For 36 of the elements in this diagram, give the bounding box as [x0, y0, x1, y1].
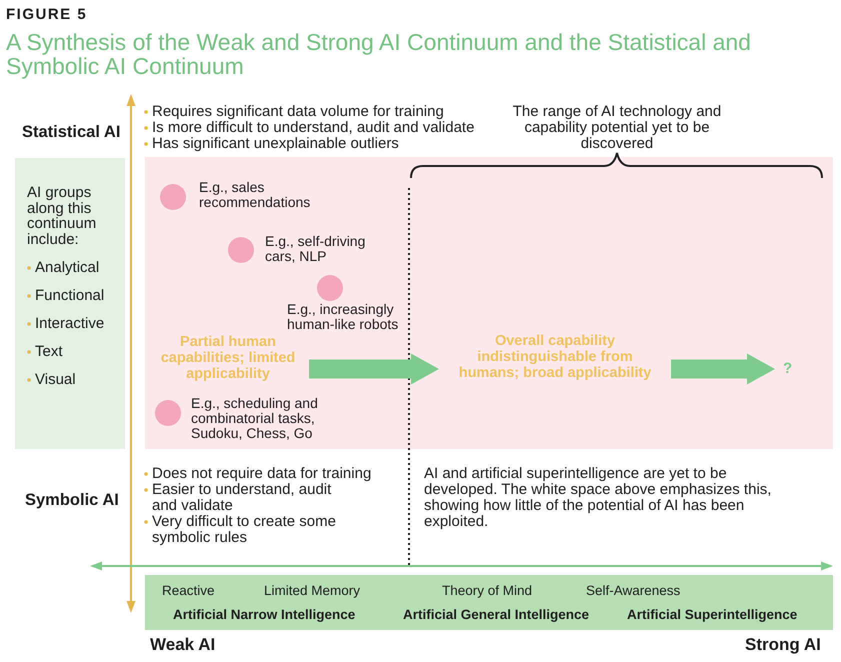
bullet-item: Requires significant data volume for training: [143, 104, 444, 120]
stage-label: Limited Memory: [264, 583, 360, 599]
stage-label: Reactive: [162, 583, 215, 599]
category-label: Artificial General Intelligence: [403, 607, 590, 623]
question-mark: ?: [783, 361, 792, 377]
example-caption: E.g., increasingly human-like robots: [287, 302, 400, 332]
example-caption: E.g., scheduling and combinatorial tasks, Sudoku, Chess, Go: [191, 396, 319, 441]
figure-title: A Synthesis of the Weak and Strong AI Continuum and the Statistical and Symbolic AI Continuum: [6, 30, 752, 78]
bullet-item: Has significant unexplainable outliers: [143, 136, 399, 152]
bullet-item: Does not require data for training: [143, 466, 372, 482]
note-text: The range of AI technology and capability potential yet to be discovered: [512, 104, 722, 152]
category-label: Artificial Narrow Intelligence: [173, 607, 356, 623]
example-dot: [228, 237, 254, 263]
row-heading: Symbolic AI: [25, 492, 119, 508]
note-text: AI and artificial superintelligence are yet to be developed. The white space above emphasizes this, showing how little of the potential of AI has been exploited.: [424, 466, 772, 530]
axis-end-label: Weak AI: [150, 637, 216, 653]
arrow: [671, 354, 775, 384]
figure-number: FIGURE 5: [6, 7, 88, 23]
category-bar: [145, 575, 833, 630]
stage-label: Self-Awareness: [586, 583, 680, 599]
example-dot: [155, 400, 181, 426]
stage-label: Theory of Mind: [442, 583, 532, 599]
panel-heading: AI groups along this continuum include:: [27, 185, 98, 247]
capability-text: Partial human capabilities; limited applicability: [155, 334, 301, 382]
category-label: Artificial Superintelligence: [627, 607, 798, 623]
arrow: [309, 354, 439, 384]
example-dot: [317, 275, 343, 301]
example-dot: [160, 184, 186, 210]
info-panel: [15, 158, 125, 449]
list-item: Analytical: [26, 260, 100, 276]
bullet-item: Is more difficult to understand, audit and validate: [143, 120, 474, 136]
capability-text: Overall capability indistinguishable from humans; broad applicability: [447, 333, 663, 381]
row-heading: Statistical AI: [22, 124, 120, 140]
example-caption: E.g., self-driving cars, NLP: [265, 234, 366, 264]
example-caption: E.g., sales recommendations: [199, 180, 312, 210]
highlight-band: [145, 157, 833, 449]
